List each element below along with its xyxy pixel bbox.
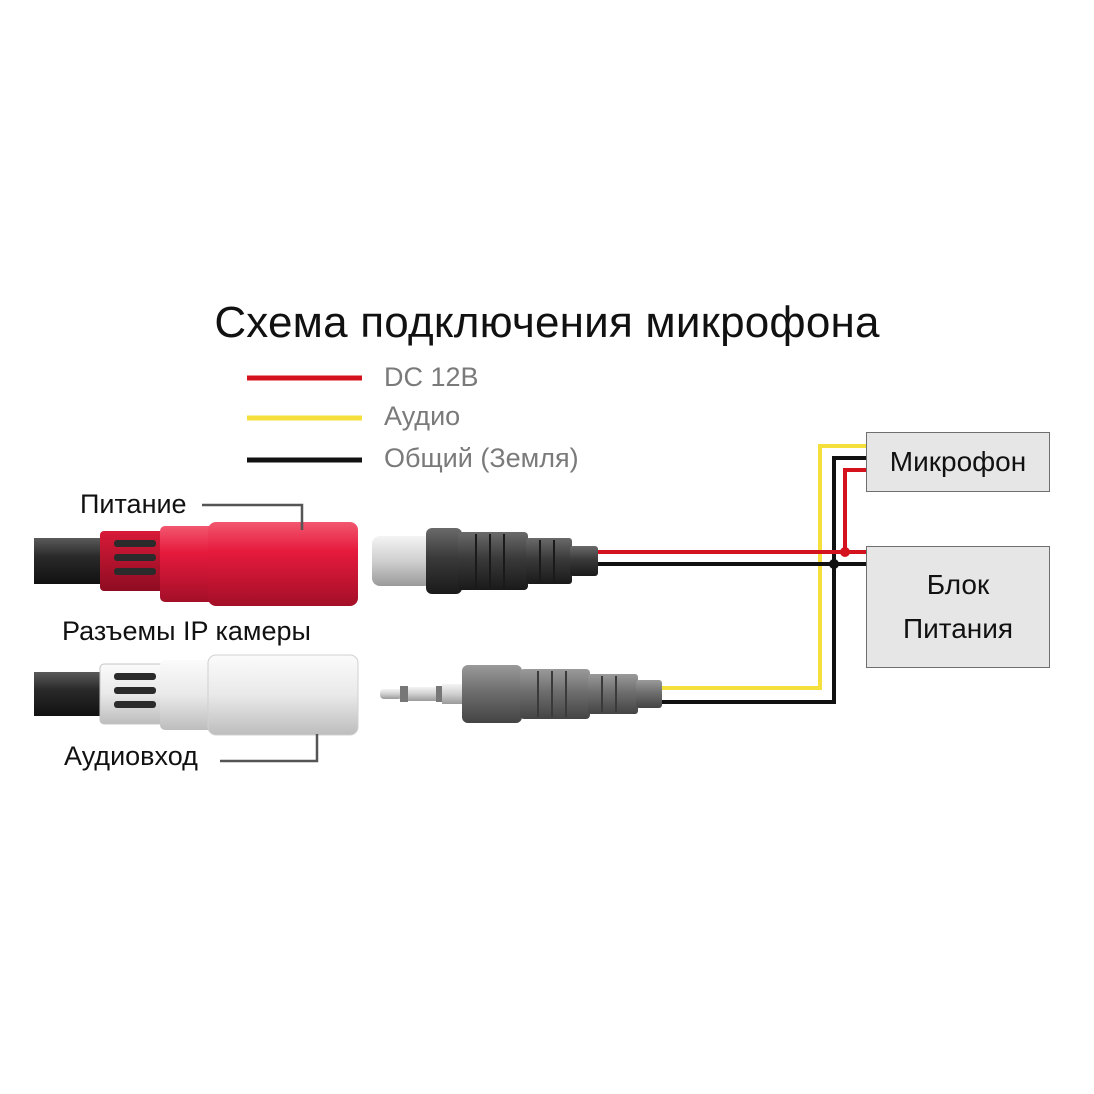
camera-audio-connector xyxy=(34,654,359,736)
power-wire-mic xyxy=(843,468,866,552)
camera-power-connector xyxy=(34,522,358,606)
legend-label-ground: Общий (Земля) xyxy=(384,443,579,473)
junction-ground xyxy=(829,559,839,569)
ground-wire-audio xyxy=(660,563,836,704)
audio-wire xyxy=(660,444,866,690)
psu-box: Блок Питания xyxy=(866,546,1050,668)
dc-plug xyxy=(372,528,598,594)
diagram-title: Схема подключения микрофона xyxy=(214,298,880,347)
label-audio-in: Аудиовход xyxy=(64,741,198,771)
ground-wire-mic xyxy=(832,456,866,563)
microphone-box: Микрофон xyxy=(866,432,1050,492)
wires xyxy=(595,444,866,704)
label-power: Питание xyxy=(80,489,187,519)
leader-lines xyxy=(202,503,319,763)
leader-power xyxy=(202,503,304,530)
psu-label-line2: Питания xyxy=(902,613,1014,644)
audio-jack-plug xyxy=(380,665,662,723)
legend-label-power: DC 12В xyxy=(384,362,479,392)
junction-power xyxy=(840,547,850,557)
legend-lines xyxy=(247,375,362,463)
legend-label-audio: Аудио xyxy=(384,401,461,431)
leader-audio-in xyxy=(220,734,319,763)
microphone-label: Микрофон xyxy=(889,446,1027,477)
label-camera-connectors: Разъемы IP камеры xyxy=(62,616,311,646)
psu-label-line1: Блок xyxy=(926,569,990,600)
